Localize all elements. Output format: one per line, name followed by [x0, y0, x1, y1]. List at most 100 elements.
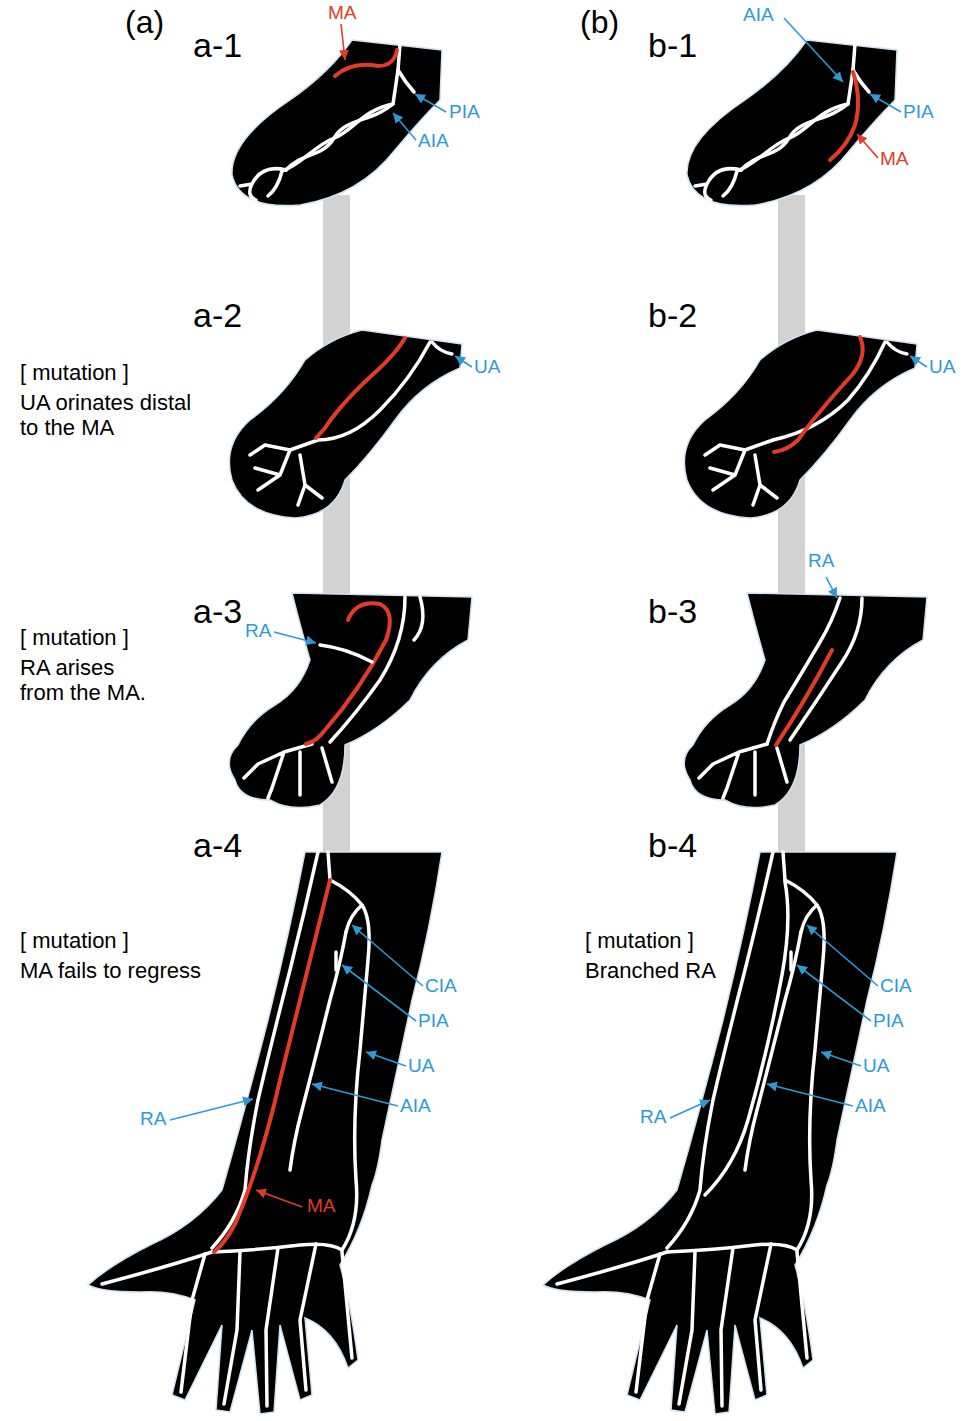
- median-artery: [774, 337, 863, 452]
- leader-arrow: [857, 134, 878, 158]
- artery-label: RA: [140, 1108, 166, 1130]
- leader-arrow: [366, 1052, 406, 1066]
- leader-arrows: [170, 18, 927, 1207]
- panel-label: (b): [580, 4, 619, 41]
- mutation-note: Branched RA: [585, 958, 716, 983]
- forearm-hand: [88, 852, 442, 1414]
- stage-label: a-2: [193, 296, 242, 335]
- leader-arrow: [767, 1084, 853, 1106]
- stage-label: a-3: [193, 592, 242, 631]
- artery-label: UA: [929, 356, 955, 378]
- artery-label: UA: [863, 1055, 889, 1077]
- mutation-note: RA arises from the MA.: [20, 655, 160, 706]
- vessel: [887, 342, 907, 354]
- leader-arrow: [821, 1052, 861, 1066]
- vessel: [414, 597, 423, 640]
- vessel: [398, 44, 400, 70]
- radial-artery: [320, 645, 372, 662]
- leader-arrow: [415, 94, 446, 112]
- vessel: [328, 852, 330, 880]
- radial-artery: [212, 852, 318, 1248]
- radial-artery-branch: [705, 882, 788, 1195]
- panel-label: (a): [125, 4, 164, 41]
- leader-arrow: [826, 577, 837, 598]
- vessel: [790, 598, 862, 740]
- forearm-hand: [543, 852, 897, 1414]
- artery-label: AIA: [418, 130, 449, 152]
- stage-label: b-4: [648, 826, 697, 865]
- leader-arrow: [870, 94, 901, 112]
- artery-label: MA: [305, 1195, 338, 1217]
- vessels: [695, 44, 869, 200]
- leader-arrow: [341, 24, 345, 60]
- leader-arrow: [256, 1190, 302, 1207]
- artery-label: UA: [408, 1055, 434, 1077]
- digital-arteries: [181, 1244, 352, 1406]
- median-artery: [776, 650, 832, 745]
- leader-arrow: [784, 18, 843, 82]
- median-artery: [306, 603, 390, 744]
- leader-arrow: [274, 632, 316, 643]
- stage-label: a-4: [193, 826, 242, 865]
- leader-arrow: [910, 356, 927, 367]
- leader-arrow: [352, 925, 423, 986]
- vessel: [286, 70, 398, 170]
- mutation-tag: [ mutation ]: [20, 928, 129, 953]
- limb-bud: [684, 330, 917, 518]
- artery-label: AIA: [743, 4, 774, 26]
- vessel: [398, 70, 414, 92]
- artery-label: RA: [808, 550, 834, 572]
- stage-label: b-3: [648, 592, 697, 631]
- vessels: [250, 440, 322, 505]
- artery-label: RA: [640, 1106, 666, 1128]
- limb-bud: [684, 593, 927, 808]
- common-interosseous: [346, 905, 362, 932]
- median-artery: [830, 72, 858, 160]
- leader-arrow: [312, 1084, 398, 1106]
- artery-label: AIA: [855, 1095, 886, 1117]
- vessels: [699, 744, 787, 798]
- artery-label: UA: [474, 356, 500, 378]
- median-artery: [316, 338, 405, 438]
- artery-label: PIA: [903, 101, 934, 123]
- leader-arrow: [797, 965, 871, 1021]
- vessels: [240, 44, 414, 200]
- limb-bud: [232, 40, 442, 206]
- vessel: [318, 342, 430, 440]
- vessels: [102, 852, 369, 1406]
- vessel: [432, 342, 452, 354]
- vessel: [102, 1252, 212, 1284]
- limb-bud: [229, 330, 462, 518]
- stage-label: a-1: [193, 26, 242, 65]
- vessel: [773, 342, 885, 440]
- vessels: [557, 852, 824, 1406]
- leader-arrow: [393, 113, 416, 140]
- mutation-note: UA orinates distal to the MA: [20, 390, 192, 441]
- leader-arrow: [455, 356, 472, 367]
- vessel: [244, 744, 332, 798]
- artery-label: RA: [245, 620, 271, 642]
- limb-bud: [229, 593, 472, 808]
- limb-bud: [687, 40, 897, 206]
- mutation-tag: [ mutation ]: [20, 625, 129, 650]
- stage-label: b-2: [648, 296, 697, 335]
- leader-arrow: [670, 1100, 710, 1118]
- leader-arrow: [807, 925, 878, 986]
- vessel: [282, 104, 393, 171]
- leader-arrow: [170, 1099, 253, 1120]
- artery-label: CIA: [880, 975, 912, 997]
- artery-label: PIA: [449, 101, 480, 123]
- posterior-interosseous: [334, 952, 338, 970]
- stage-label: b-1: [648, 26, 697, 65]
- vessels: [705, 440, 777, 505]
- vessel: [250, 440, 322, 505]
- vessels: [244, 744, 332, 798]
- artery-label: MA: [328, 2, 357, 24]
- vessel: [240, 169, 286, 200]
- anterior-interosseous: [290, 932, 346, 1170]
- mutation-note: MA fails to regress: [20, 958, 201, 983]
- artery-label: MA: [880, 148, 909, 170]
- artery-label: CIA: [425, 975, 457, 997]
